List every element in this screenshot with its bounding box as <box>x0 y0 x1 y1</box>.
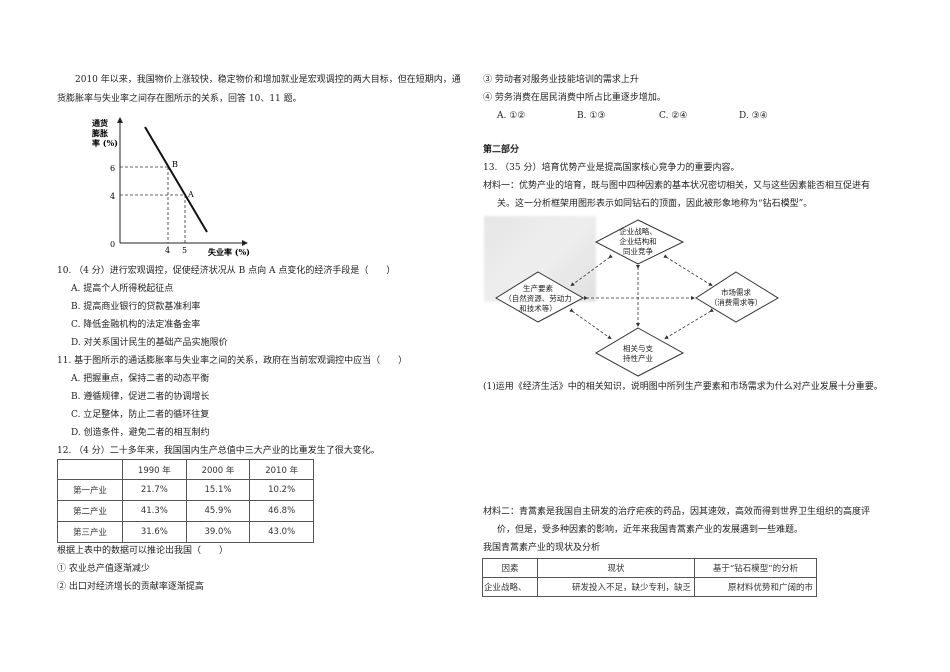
y-axis-label-1: 通货 <box>92 118 108 128</box>
sub-question-1: (1)运用《经济生活》中的相关知识，说明图中所列生产要素和市场需求为什么对产业发… <box>483 382 883 392</box>
x-axis-label: 失业率 (%) <box>208 247 250 257</box>
table-cell: 31.6% <box>122 521 187 543</box>
x-tick-5: 5 <box>182 246 187 255</box>
diamond-model-diagram: 企业战略、 企业结构和 同业竞争 生产要素 （自然资源、劳动力 和技术等） 市场… <box>495 219 779 377</box>
table-header-row: 1990 年 2000 年 2010 年 <box>57 459 314 480</box>
table-header-cell: 1990 年 <box>122 459 187 480</box>
table-cell: 46.8% <box>249 500 314 522</box>
diamond-top-line2: 企业结构和 <box>619 236 657 246</box>
table-header-cell: 现状 <box>537 558 695 578</box>
q11-option-a: A. 把握重点，保持二者的动态平衡 <box>71 374 210 384</box>
table-cell: 企业战略、 <box>482 577 538 597</box>
table-header-row: 因素 现状 基于“钻石模型”的分析 <box>482 558 817 578</box>
q11-option-b: B. 遵循规律，促进二者的协调增长 <box>71 392 210 402</box>
q12-choice-d: D. ③④ <box>739 111 768 121</box>
table-cell: 43.0% <box>249 521 314 543</box>
intro-paragraph-line1: 2010 年以来，我国物价上涨较快，稳定物价和增加就业是宏观调控的两大目标，但在… <box>75 75 461 85</box>
table-cell: 研发投入不足，缺少专利，缺乏 <box>537 577 695 597</box>
table-cell: 45.9% <box>185 500 251 522</box>
diamond-left-line3: 和技术等） <box>519 303 557 313</box>
origin-label: 0 <box>110 240 115 249</box>
q10-stem: 10. （4 分）进行宏观调控，促使经济状况从 B 点向 A 点变化的经济手段是… <box>57 266 396 276</box>
table-cell: 41.3% <box>122 500 187 522</box>
section-title-part2: 第二部分 <box>483 145 520 155</box>
q11-option-c: C. 立足整体，防止二者的循环往复 <box>71 410 210 420</box>
point-a-label: A <box>187 190 194 199</box>
material2-line2: 价，但是，受多种因素的影响，近年来我国青蒿素产业的发展遇到一些难题。 <box>497 525 804 535</box>
diamond-bottom-line2: 持性产业 <box>623 353 653 363</box>
table-header-cell: 2010 年 <box>249 459 314 480</box>
q11-option-d: D. 创造条件，避免二者的相互制约 <box>71 428 210 438</box>
table-row: 第一产业 21.7% 15.1% 10.2% <box>57 479 314 501</box>
diamond-right-line2: （消费需求等） <box>710 297 763 307</box>
table-cell: 39.0% <box>185 521 251 543</box>
q10-option-b: B. 提高商业银行的贷款基准利率 <box>71 302 201 312</box>
diamond-left-line2: （自然资源、劳动力 <box>504 293 572 303</box>
diamond-left-line1: 生产要素 <box>523 283 553 293</box>
x-tick-4: 4 <box>165 246 170 255</box>
diamond-top-line3: 同业竞争 <box>623 246 653 256</box>
material1-line1: 材料一：优势产业的培育，既与图中四种因素的基本状况密切相关，又与这些因素能否相互… <box>483 181 871 191</box>
q10-option-a: A. 提高个人所得税起征点 <box>71 284 174 294</box>
q12-item-2: ② 出口对经济增长的贡献率逐渐提高 <box>57 582 204 592</box>
y-tick-4: 4 <box>110 192 115 201</box>
table-header-cell: 2000 年 <box>185 459 251 480</box>
material1-line2: 关。这一分析框架用图形表示如同钻石的顶面，因此被形象地称为“钻石模型”。 <box>497 199 813 209</box>
y-axis-label-3: 率 (%) <box>92 138 118 148</box>
phillips-curve-graph: 通货 膨胀 率 (%) 6 4 0 4 5 B A 失业率 (%) <box>91 117 250 257</box>
q12-choice-b: B. ①③ <box>577 111 606 121</box>
q10-option-c: C. 降低金融机构的法定准备金率 <box>71 320 201 330</box>
diamond-top-line1: 企业战略、 <box>619 226 657 236</box>
diamond-bottom <box>594 327 685 377</box>
q12-choice-c: C. ②④ <box>659 111 688 121</box>
intro-paragraph-line2: 货膨胀率与失业率之间存在图所示的关系，回答 10、11 题。 <box>57 94 302 104</box>
y-axis-label-2: 膨胀 <box>91 128 108 138</box>
table-cell: 21.7% <box>122 479 187 501</box>
y-tick-6: 6 <box>110 164 115 173</box>
point-b-label: B <box>172 160 178 169</box>
q12-choice-a: A. ①② <box>497 111 526 121</box>
table-cell: 10.2% <box>249 479 314 501</box>
diamond-top <box>594 219 685 265</box>
q12-item-4: ④ 劳务消费在居民消费中所占比重逐步增加。 <box>483 93 666 103</box>
table-cell: 原材料优势和广阔的市 <box>694 577 817 597</box>
table-cell: 15.1% <box>185 479 251 501</box>
diamond-bottom-line1: 相关与支 <box>623 343 653 353</box>
table-cell: 第二产业 <box>57 500 123 522</box>
industry-share-table: 1990 年 2000 年 2010 年 第一产业 21.7% 15.1% 10… <box>57 459 314 543</box>
artemisinin-table-title: 我国青蒿素产业的现状及分析 <box>483 543 601 553</box>
table-cell: 第一产业 <box>57 479 123 501</box>
table-row: 企业战略、 研发投入不足，缺少专利，缺乏 原材料优势和广阔的市 <box>482 577 817 597</box>
table-header-cell: 基于“钻石模型”的分析 <box>694 558 817 578</box>
table-row: 第三产业 31.6% 39.0% 43.0% <box>57 521 314 543</box>
q13-stem: 13. （35 分）培育优势产业是提高国家核心竞争力的重要内容。 <box>483 163 740 173</box>
table-row: 第二产业 41.3% 45.9% 46.8% <box>57 500 314 522</box>
q12-stem: 12. （4 分）二十多年来，我国国内生产总值中三大产业的比重发生了很大变化。 <box>57 446 380 456</box>
diamond-right-line1: 市场需求 <box>721 287 751 297</box>
diamond-right <box>695 271 779 323</box>
curve-line <box>144 126 208 233</box>
q10-option-d: D. 对关系国计民生的基础产品实施限价 <box>71 338 228 348</box>
table-header-cell: 因素 <box>482 558 538 578</box>
diamond-left <box>495 271 585 323</box>
q12-infer: 根据上表中的数据可以推论出我国（ ） <box>57 546 229 556</box>
artemisinin-table: 因素 现状 基于“钻石模型”的分析 企业战略、 研发投入不足，缺少专利，缺乏 原… <box>482 558 817 597</box>
material2-line1: 材料二：青蒿素是我国自主研发的治疗疟疾的药品，因其速效，高效而得到世界卫生组织的… <box>483 507 871 517</box>
q11-stem: 11. 基于图所示的通话膨胀率与失业率之间的关系，政府在当前宏观调控中应当（ ） <box>57 356 408 366</box>
table-header-cell <box>57 459 123 480</box>
q12-item-3: ③ 劳动者对服务业技能培训的需求上升 <box>483 75 639 85</box>
q12-item-1: ① 农业总产值逐渐减少 <box>57 564 150 574</box>
table-cell: 第三产业 <box>57 521 123 543</box>
